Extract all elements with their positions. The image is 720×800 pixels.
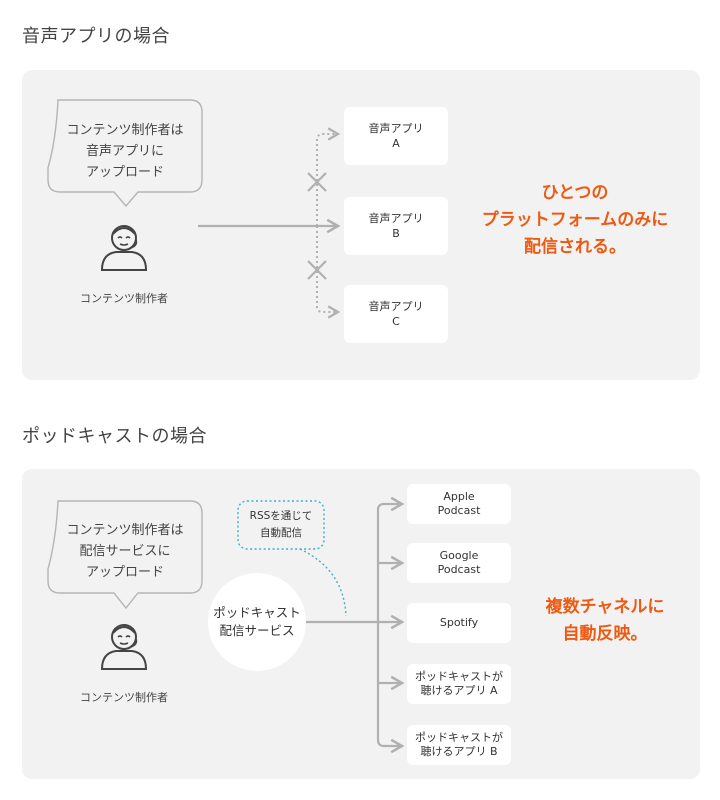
destination-spotify: Spotify [407,603,511,643]
app-name: 音声アプリ [368,212,424,225]
audio-app-c: 音声アプリ C [344,285,448,343]
result-line: 複数チャネルに [545,597,665,617]
rss-line: RSSを通じて [249,510,313,522]
bubble-line: コンテンツ制作者は [66,123,184,138]
audio-app-b: 音声アプリ B [344,197,448,255]
service-line: ポッドキャスト [213,605,301,620]
rss-note: RSSを通じて 自動配信 [235,501,327,549]
app-name: 音声アプリ [368,122,424,135]
result-line: 自動反映。 [562,624,648,644]
upload-speech-bubble: コンテンツ制作者は 音声アプリに アップロード [50,120,200,183]
creator-label: コンテンツ制作者 [80,691,168,704]
bubble-line: アップロード [85,165,164,180]
destination-app-a: ポッドキャストが 聴けるアプリ A [407,664,511,704]
destination-line: ポッドキャストが [415,670,503,683]
destination-line: 聴けるアプリ B [420,745,498,758]
app-name: 音声アプリ [368,300,424,313]
destination-line: ポッドキャストが [415,731,503,744]
podcast-distribution-service: ポッドキャスト 配信サービス [208,573,306,671]
app-suffix: A [392,137,400,150]
bubble-line: 配信サービスに [79,544,171,559]
upload-speech-bubble: コンテンツ制作者は 配信サービスに アップロード [50,520,200,583]
app-suffix: B [392,227,400,240]
app-suffix: C [392,315,400,328]
content-creator-icon [100,624,148,670]
multi-channel-result: 複数チャネルに 自動反映。 [520,594,690,648]
destination-line: Apple [443,490,475,503]
bubble-line: 音声アプリに [85,144,164,159]
content-creator-icon [100,225,148,271]
destination-google-podcast: Google Podcast [407,543,511,583]
destination-line: Podcast [437,504,481,517]
result-line: プラットフォームのみに [481,210,669,230]
destination-line: Spotify [439,616,479,629]
result-line: 配信される。 [524,237,626,257]
destination-line: 聴けるアプリ A [420,684,498,697]
creator-label: コンテンツ制作者 [80,292,168,305]
destination-line: Podcast [437,563,481,576]
service-line: 配信サービス [219,623,295,638]
audio-app-a: 音声アプリ A [344,107,448,165]
rss-line: 自動配信 [260,527,302,539]
destination-line: Google [439,549,479,562]
single-platform-result: ひとつの プラットフォームのみに 配信される。 [455,180,695,261]
destination-app-b: ポッドキャストが 聴けるアプリ B [407,725,511,765]
result-line: ひとつの [541,183,609,203]
podcast-section-title: ポッドキャストの場合 [22,426,207,447]
bubble-line: コンテンツ制作者は [66,523,184,538]
audio-section-title: 音声アプリの場合 [22,26,170,47]
bubble-line: アップロード [85,565,164,580]
destination-apple-podcast: Apple Podcast [407,484,511,524]
